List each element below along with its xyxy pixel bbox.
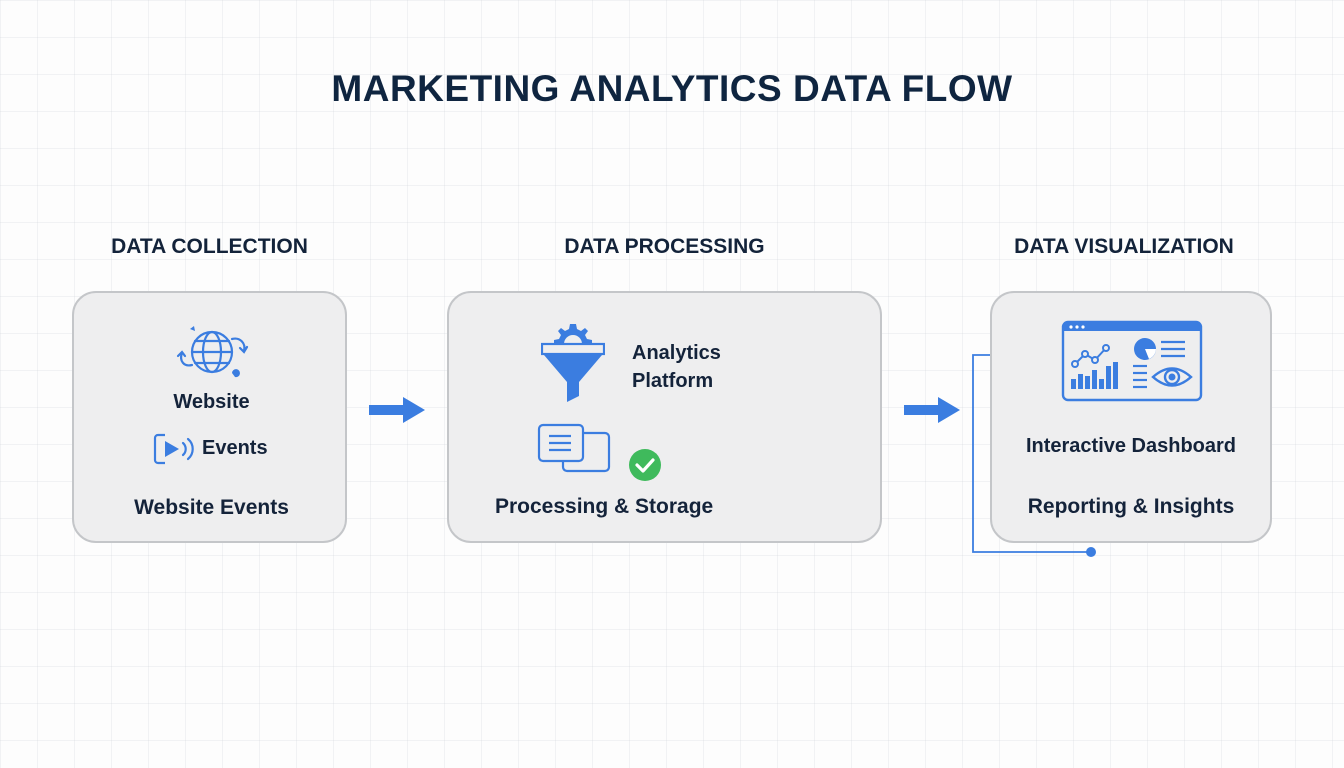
events-label: Events (202, 437, 268, 459)
check-circle-icon (628, 448, 662, 482)
documents-icon (537, 423, 613, 475)
stage-heading-collection: DATA COLLECTION (111, 235, 308, 258)
stage-caption-collection: Website Events (134, 496, 289, 519)
connector-endpoint (1086, 547, 1096, 557)
flow-arrow-2 (903, 396, 961, 424)
analytics-platform-line-2: Platform (632, 370, 714, 392)
play-broadcast-icon (153, 432, 195, 466)
funnel-gear-icon (541, 320, 605, 404)
website-label: Website (173, 391, 250, 413)
analytics-platform-line-1: Analytics (632, 342, 721, 364)
globe-sync-icon (174, 323, 250, 381)
stage-card-visualization[interactable]: Interactive Dashboard Reporting & Insigh… (990, 291, 1272, 543)
analytics-platform-label: Analytics Platform (632, 339, 721, 395)
stage-heading-visualization: DATA VISUALIZATION (1014, 235, 1234, 258)
feedback-connector (966, 350, 1106, 560)
stage-card-processing[interactable]: Analytics Platform Processing & Storage (447, 291, 882, 543)
stage-card-collection[interactable]: Website Events Website Events (72, 291, 347, 543)
flow-arrow-1 (368, 396, 426, 424)
stage-heading-processing: DATA PROCESSING (564, 235, 765, 258)
diagram-title: MARKETING ANALYTICS DATA FLOW (331, 68, 1013, 109)
dashboard-icon (1061, 320, 1203, 402)
stage-caption-processing: Processing & Storage (495, 495, 714, 518)
stage-caption-visualization: Reporting & Insights (1027, 495, 1235, 518)
interactive-dashboard-label: Interactive Dashboard (1025, 435, 1237, 457)
